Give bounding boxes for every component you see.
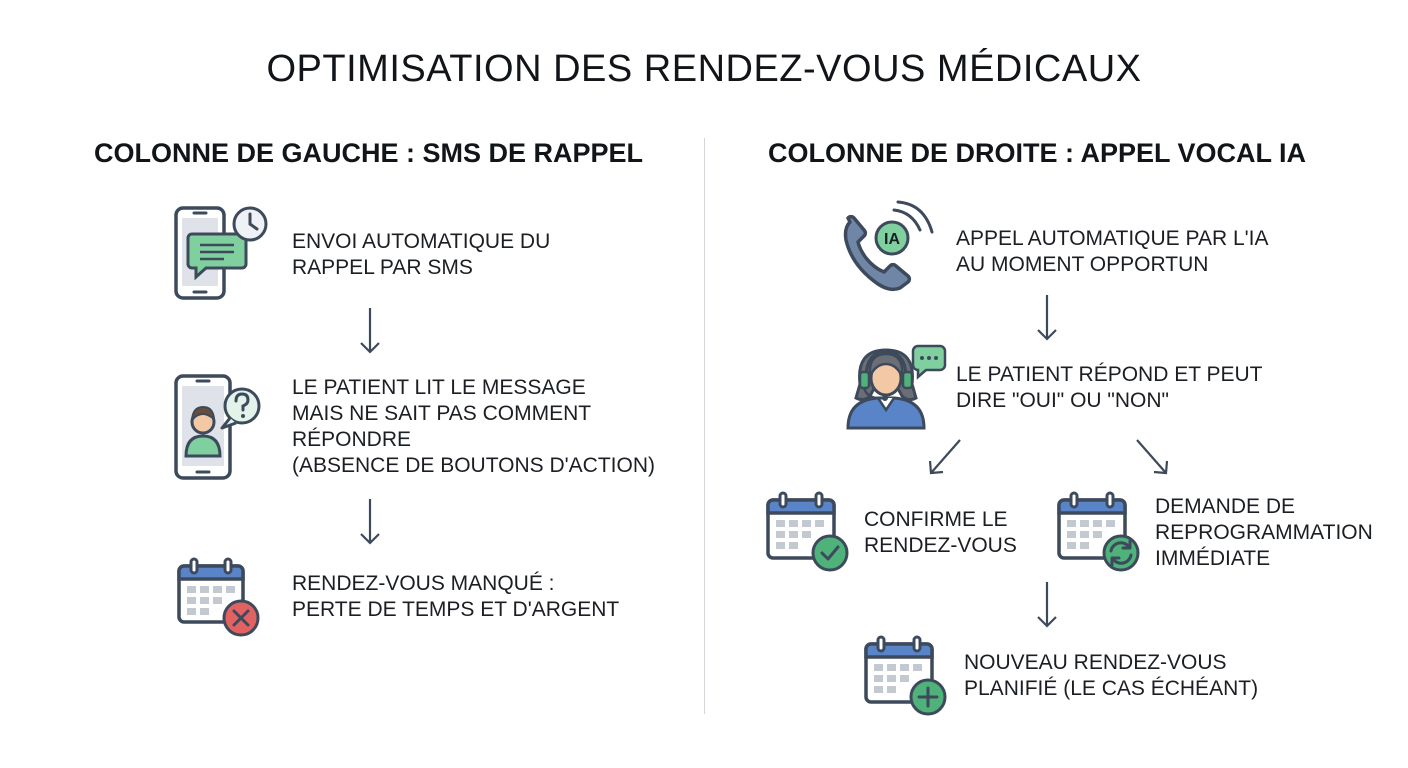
right-column-heading: COLONNE DE DROITE : APPEL VOCAL IA (768, 138, 1307, 168)
arrow-down-right-icon (1136, 439, 1169, 475)
right-step-1-text: APPEL AUTOMATIQUE PAR L'IA AU MOMENT OPP… (956, 227, 1269, 276)
phone-sms-clock-icon (174, 206, 268, 300)
column-divider (704, 138, 705, 714)
patient-headset-icon (846, 344, 947, 430)
left-column-heading: COLONNE DE GAUCHE : SMS DE RAPPEL (94, 138, 644, 168)
left-step-1-text: ENVOI AUTOMATIQUE DU RAPPEL PAR SMS (292, 230, 551, 279)
arrow-down-icon (1037, 582, 1057, 628)
right-step-3b-text: DEMANDE DE REPROGRAMMATION IMMÉDIATE (1155, 495, 1373, 570)
arrow-down-left-icon (928, 439, 961, 475)
calendar-add-icon (864, 635, 947, 716)
ia-badge: IA (884, 231, 900, 248)
ai-phone-call-icon: IA (843, 200, 934, 292)
right-step-4-text: NOUVEAU RENDEZ-VOUS PLANIFIÉ (LE CAS ÉCH… (964, 651, 1259, 700)
right-step-2-text: LE PATIENT RÉPOND ET PEUT DIRE "OUI" OU … (956, 363, 1263, 412)
left-step-3-text: RENDEZ-VOUS MANQUÉ : PERTE DE TEMPS ET D… (292, 572, 620, 621)
arrow-down-icon (1037, 295, 1057, 341)
calendar-reschedule-icon (1057, 491, 1140, 572)
phone-patient-question-icon (174, 374, 261, 480)
left-step-2-text: LE PATIENT LIT LE MESSAGE MAIS NE SAIT P… (292, 376, 655, 477)
arrow-down-icon (360, 499, 380, 545)
calendar-confirm-icon (766, 491, 849, 572)
arrow-down-icon (360, 308, 380, 354)
calendar-missed-icon (177, 557, 260, 637)
right-step-3a-text: CONFIRME LE RENDEZ-VOUS (864, 508, 1017, 557)
page-title: OPTIMISATION DES RENDEZ-VOUS MÉDICAUX (266, 48, 1142, 90)
